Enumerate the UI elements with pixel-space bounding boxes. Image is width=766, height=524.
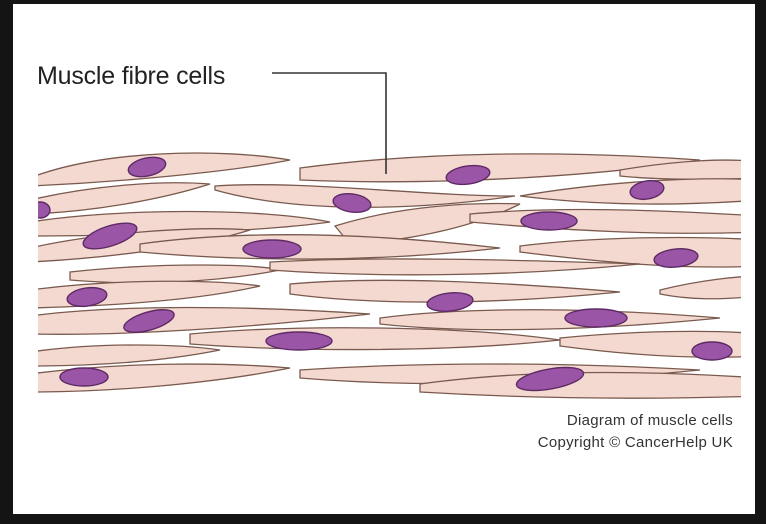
nucleus (515, 366, 585, 392)
diagram-panel: Muscle fibre cells Diagram of muscle cel… (13, 4, 755, 514)
muscle-cell (419, 371, 741, 399)
nucleus (82, 222, 138, 250)
muscle-cell (299, 153, 701, 183)
nucleus (123, 309, 175, 333)
muscle-cell (299, 363, 701, 385)
muscle-cell (659, 276, 741, 300)
diagram-caption: Diagram of muscle cells Copyright © Canc… (538, 410, 733, 454)
label-leader-line (272, 72, 387, 174)
muscle-cells-diagram (38, 72, 741, 399)
muscle-cell (38, 152, 291, 187)
nucleus (445, 164, 491, 186)
caption-copyright: Copyright © CancerHelp UK (537, 434, 733, 451)
muscle-cell (38, 306, 371, 335)
muscle-cell (469, 208, 741, 234)
muscle-fibre-cells-label: Muscle fibre cells (37, 62, 226, 90)
nucleus (520, 211, 578, 231)
nucleus (38, 201, 51, 219)
muscle-cell (214, 184, 516, 208)
nucleus (66, 286, 108, 308)
muscle-cell (619, 159, 741, 180)
nucleus (59, 367, 109, 387)
muscle-cell (289, 279, 621, 303)
nucleus (242, 239, 302, 259)
muscle-cell (189, 327, 561, 351)
muscle-cell (38, 182, 211, 215)
nucleus (332, 193, 372, 213)
nucleus (564, 308, 628, 328)
nucleus (629, 179, 665, 201)
caption-title: Diagram of muscle cells (566, 412, 733, 429)
muscle-cell (38, 344, 221, 367)
nucleus (691, 341, 733, 361)
cell-layer (38, 152, 741, 399)
nucleus (653, 248, 699, 268)
muscle-cell (69, 264, 281, 284)
nucleus (426, 292, 474, 312)
nucleus (127, 156, 167, 178)
muscle-cell (379, 309, 721, 331)
muscle-cell (38, 280, 261, 309)
muscle-cell (269, 258, 641, 276)
muscle-cell (139, 233, 501, 260)
nucleus (265, 331, 333, 351)
